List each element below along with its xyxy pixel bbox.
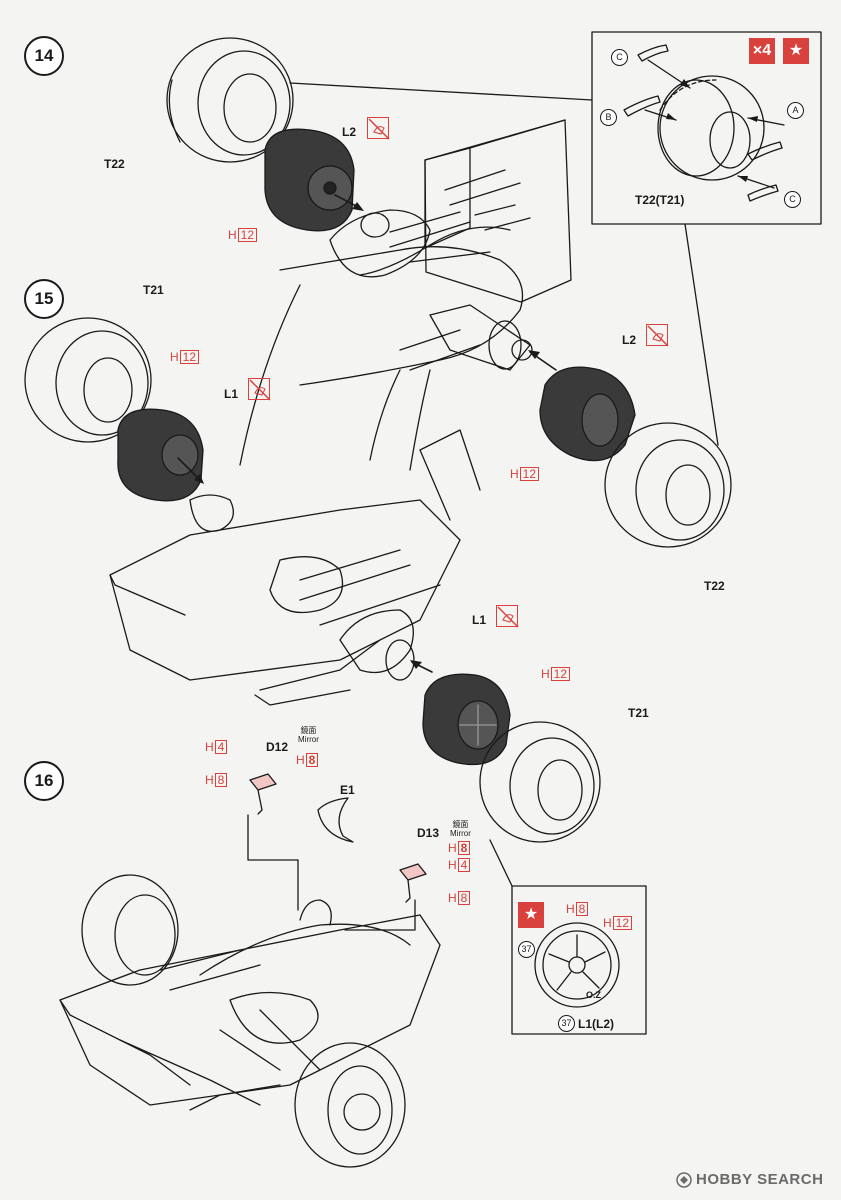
part-label-d12: D12 bbox=[266, 740, 289, 754]
step-16-number: 16 bbox=[24, 761, 64, 801]
mirror-en-text: Mirror bbox=[298, 735, 319, 744]
mirror-note-d13: 鏡面 Mirror bbox=[450, 820, 471, 838]
mirror-en-text: Mirror bbox=[450, 829, 471, 838]
part-label-d13: D13 bbox=[417, 826, 440, 840]
callout-line bbox=[489, 839, 513, 887]
circled-b: B bbox=[600, 109, 617, 126]
mirror-jp-text: 鏡面 bbox=[300, 726, 317, 735]
wheel-l1-mid bbox=[422, 673, 511, 766]
part-label-l2-right: L2 bbox=[622, 333, 637, 347]
guide-line bbox=[344, 899, 416, 931]
part-label-detail-tire: T22(T21) bbox=[635, 193, 685, 207]
no-paint-icon bbox=[646, 324, 669, 347]
no-paint-icon bbox=[496, 605, 519, 628]
no-paint-icon bbox=[248, 378, 271, 401]
mirror-jp-text: 鏡面 bbox=[452, 820, 469, 829]
part-label-l1-left: L1 bbox=[224, 387, 239, 401]
part-label-t22-right: T22 bbox=[704, 579, 725, 593]
guide-line bbox=[247, 814, 299, 911]
quantity-x4-badge: ×4 bbox=[749, 38, 775, 64]
circled-a: A bbox=[787, 102, 804, 119]
wheel-l1-left bbox=[117, 408, 204, 502]
circled-c-top: C bbox=[611, 49, 628, 66]
front-chassis-15 bbox=[109, 429, 481, 706]
callout-line bbox=[684, 223, 719, 446]
tire-t21-mid bbox=[479, 721, 601, 843]
circled-c-bottom: C bbox=[784, 191, 801, 208]
tire-t21-left bbox=[24, 317, 152, 443]
part-e1 bbox=[317, 797, 354, 843]
rear-wing bbox=[424, 119, 572, 303]
detail-tire bbox=[623, 44, 785, 202]
mirror-d13 bbox=[399, 863, 427, 903]
circled-37-top: 37 bbox=[518, 941, 535, 958]
part-label-l2-top: L2 bbox=[342, 125, 357, 139]
chassis-upper bbox=[239, 246, 524, 471]
star-icon: ★ bbox=[783, 38, 809, 64]
part-label-l1-mid: L1 bbox=[472, 613, 487, 627]
callout-line bbox=[289, 82, 593, 101]
part-label-t22-top: T22 bbox=[104, 157, 125, 171]
step-14-number: 14 bbox=[24, 36, 64, 76]
star-icon: ★ bbox=[518, 902, 544, 928]
wheel-detail-box bbox=[511, 885, 647, 1035]
hobby-search-watermark: HOBBY SEARCH bbox=[696, 1171, 824, 1188]
oz-wheel-detail bbox=[534, 922, 620, 1008]
tire-t22-right bbox=[604, 422, 732, 548]
part-label-t21-left: T21 bbox=[143, 283, 164, 297]
circled-37-bottom: 37 bbox=[558, 1015, 575, 1032]
wheel-l2-top bbox=[264, 128, 355, 232]
tire-detail-box bbox=[591, 31, 822, 225]
rear-suspension-right bbox=[399, 304, 533, 371]
mirror-note-d12: 鏡面 Mirror bbox=[298, 726, 319, 744]
no-paint-icon bbox=[367, 117, 390, 140]
rear-upright-top bbox=[329, 209, 511, 278]
step-15-number: 15 bbox=[24, 279, 64, 319]
part-label-t21-mid: T21 bbox=[628, 706, 649, 720]
wheel-l2-right bbox=[539, 366, 636, 462]
wheel-brand-text: O.Z bbox=[586, 990, 601, 1000]
tire-t22-top bbox=[166, 37, 294, 163]
part-label-e1: E1 bbox=[340, 783, 355, 797]
full-car-16 bbox=[59, 874, 441, 1168]
hobby-search-logo-icon bbox=[676, 1172, 692, 1188]
mirror-d12 bbox=[249, 773, 277, 815]
part-label-detail-wheel: L1(L2) bbox=[578, 1017, 614, 1031]
